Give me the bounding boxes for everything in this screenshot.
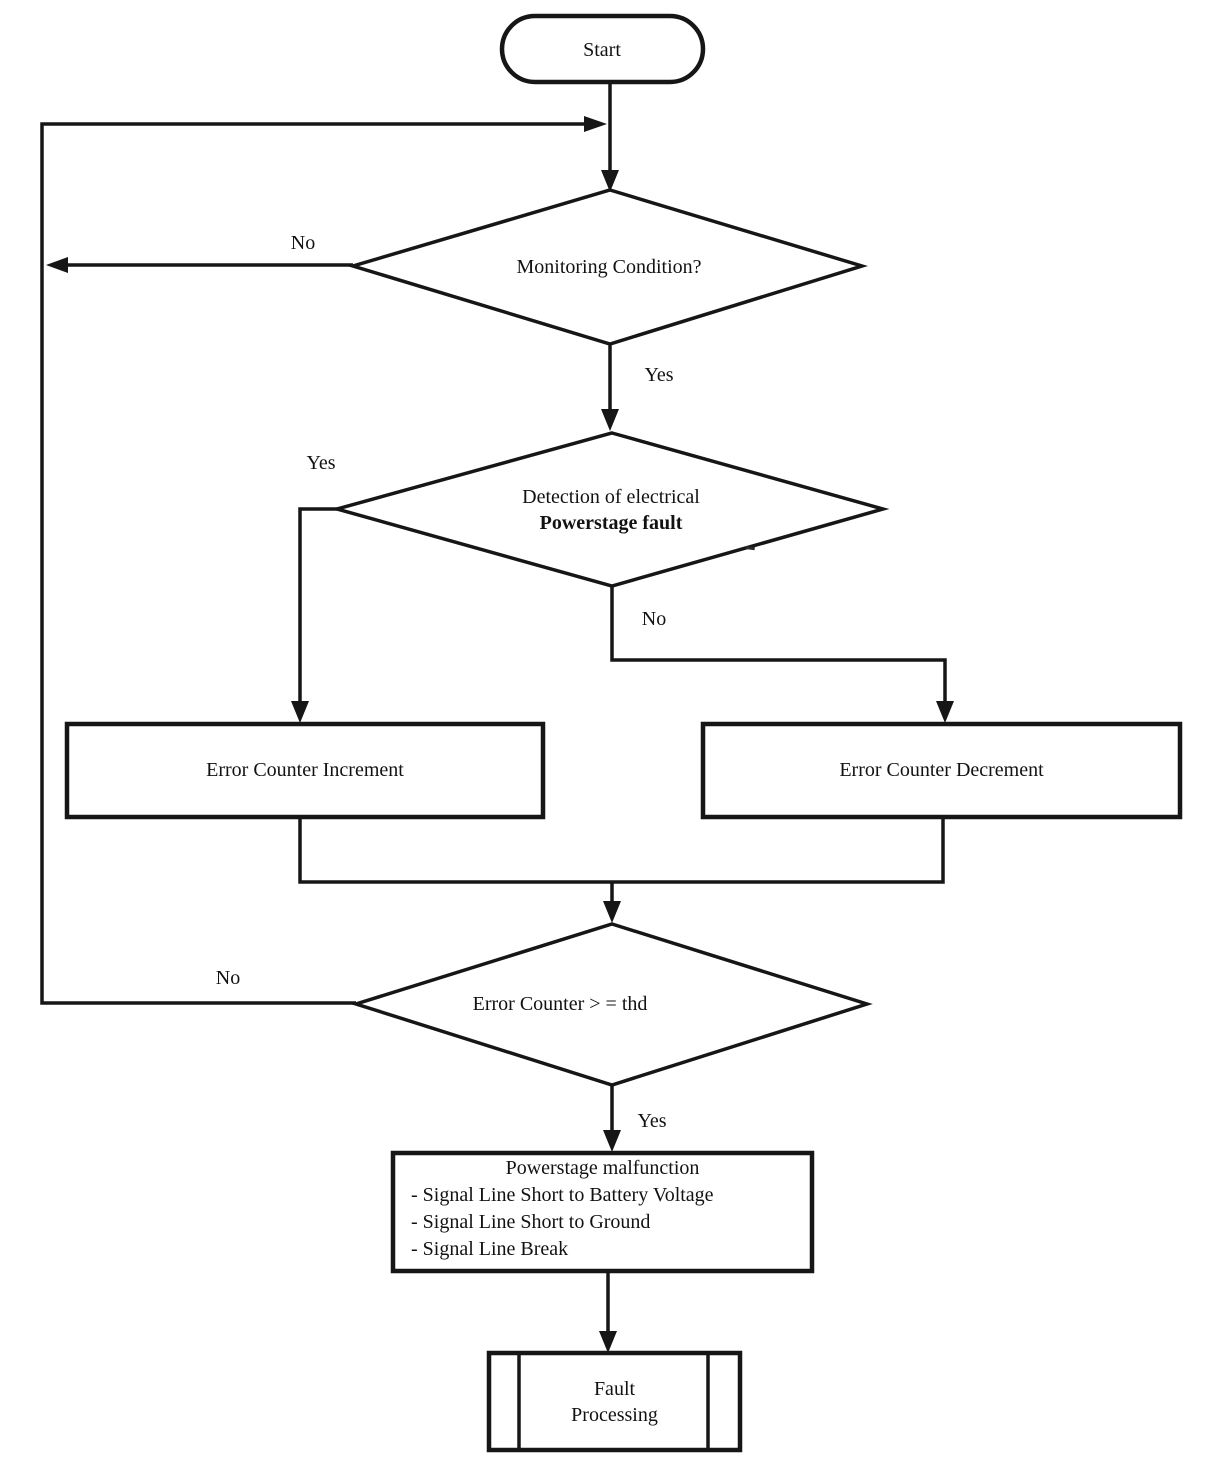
edge-label-monitoring-no: No	[290, 232, 316, 254]
fault-predefined-shape	[486, 1350, 743, 1453]
malfunction-item: - Signal Line Short to Battery Voltage	[411, 1184, 714, 1206]
detection-label-line2: Powerstage fault	[539, 512, 683, 534]
arrowhead-into-increment	[291, 701, 309, 723]
decrement-label: Error Counter Decrement	[839, 759, 1044, 781]
arrowhead-into-fault	[599, 1331, 617, 1353]
edge-detection-yes	[298, 507, 337, 705]
detection-decision-shape	[330, 431, 890, 588]
malfunction-process-shape	[390, 1150, 815, 1274]
edge-label-threshold-no: No	[215, 967, 241, 989]
malfunction-item: - Signal Line Break	[411, 1238, 569, 1260]
stray-mark	[745, 546, 755, 551]
edge-label-monitoring-yes: Yes	[644, 364, 674, 386]
monitoring-label: Monitoring Condition?	[516, 256, 702, 278]
arrowhead-monitoring-yes	[601, 409, 619, 431]
arrowhead-threshold-yes	[603, 1130, 621, 1152]
edge-box-merge	[298, 817, 945, 884]
edge-detection-no	[610, 586, 947, 705]
increment-label: Error Counter Increment	[206, 759, 404, 781]
fault-label-line1: Fault	[593, 1377, 636, 1400]
edge-label-detection-no: No	[641, 608, 667, 630]
malfunction-title: Powerstage malfunction	[505, 1157, 700, 1179]
start-terminator-shape	[499, 13, 706, 85]
fault-label-line2: Processing	[571, 1403, 658, 1426]
detection-label-line1: Detection of electrical	[522, 486, 700, 508]
fault-processing-label: Fault Processing	[489, 1353, 740, 1450]
monitoring-decision-shape	[346, 188, 868, 346]
arrowhead-monitoring-no	[46, 257, 68, 273]
edge-label-detection-yes: Yes	[306, 452, 336, 474]
arrowhead-into-start-line	[584, 116, 607, 132]
malfunction-text-block: Powerstage malfunction - Signal Line Sho…	[393, 1155, 812, 1271]
arrowhead-into-monitoring	[601, 170, 619, 192]
increment-process-shape	[64, 721, 546, 820]
threshold-label: Error Counter > = thd	[472, 993, 648, 1015]
edge-return-loop	[40, 122, 598, 1005]
start-label: Start	[583, 39, 621, 61]
arrowhead-into-decrement	[936, 701, 954, 723]
edge-label-threshold-yes: Yes	[637, 1110, 667, 1132]
arrowhead-into-threshold	[603, 901, 621, 923]
decrement-process-shape	[700, 721, 1183, 820]
malfunction-item: - Signal Line Short to Ground	[411, 1211, 651, 1233]
threshold-decision-shape	[350, 922, 873, 1087]
